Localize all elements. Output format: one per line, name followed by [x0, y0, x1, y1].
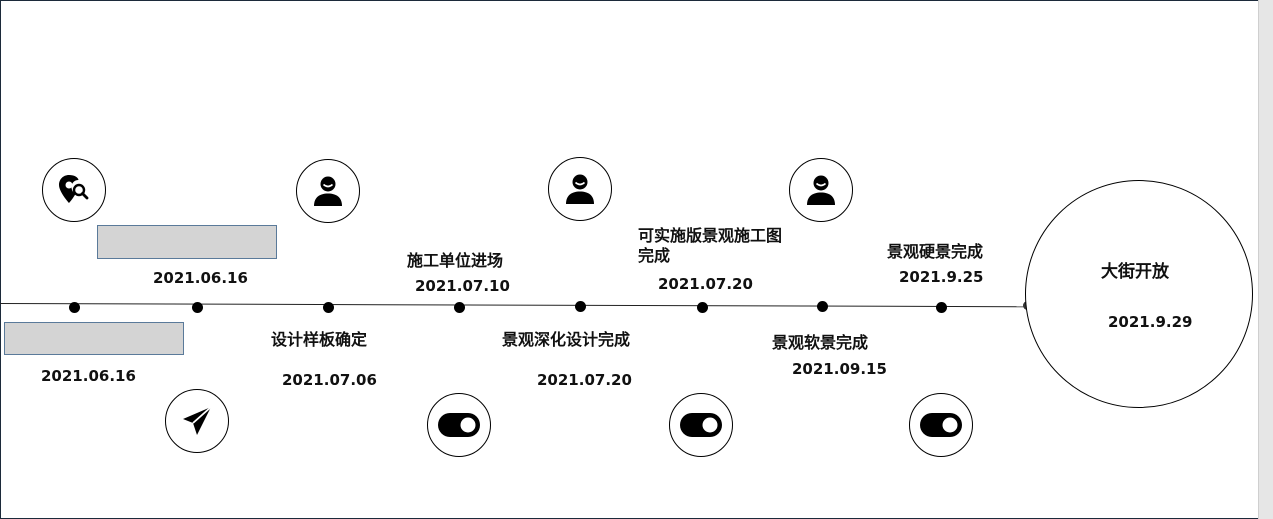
final-milestone-circle: [1025, 180, 1253, 408]
timeline-dot: [697, 302, 708, 313]
milestone-date: 2021.07.20: [658, 275, 753, 293]
timeline-dot: [323, 302, 334, 313]
milestone-date: 2021.9.25: [899, 268, 984, 286]
timeline-dot: [936, 302, 947, 313]
milestone-date: 2021.07.20: [537, 371, 632, 389]
milestone-date: 2021.07.06: [282, 371, 377, 389]
toggle-icon: [669, 393, 733, 457]
milestone-date: 2021.07.10: [415, 277, 510, 295]
milestone-date: 2021.09.15: [792, 360, 887, 378]
milestone-title: 景观深化设计完成: [502, 330, 631, 349]
milestone-date: 2021.06.16: [153, 269, 248, 287]
milestone-title: 景观硬景完成: [887, 242, 984, 261]
toggle-icon: [427, 393, 491, 457]
final-milestone-title: 大街开放: [1101, 262, 1169, 282]
milestone-title: 可实施版景观施工图完成: [638, 226, 783, 265]
final-milestone-date: 2021.9.29: [1108, 313, 1193, 331]
user-icon: [789, 158, 853, 222]
user-icon: [296, 159, 360, 223]
milestone-title: 施工单位进场: [407, 251, 504, 270]
milestone-date: 2021.06.16: [41, 367, 136, 385]
location-search-icon: [42, 158, 106, 222]
milestone-placeholder-box: [4, 322, 184, 355]
send-icon: [165, 389, 229, 453]
scrollbar[interactable]: [1258, 0, 1273, 519]
timeline-dot: [192, 302, 203, 313]
timeline-dot: [69, 302, 80, 313]
timeline-dot: [817, 301, 828, 312]
milestone-title: 设计样板确定: [271, 330, 368, 349]
milestone-title: 景观软景完成: [772, 333, 869, 352]
user-icon: [548, 157, 612, 221]
milestone-placeholder-box: [97, 225, 277, 259]
toggle-icon: [909, 393, 973, 457]
timeline-dot: [454, 302, 465, 313]
timeline-dot: [575, 301, 586, 312]
